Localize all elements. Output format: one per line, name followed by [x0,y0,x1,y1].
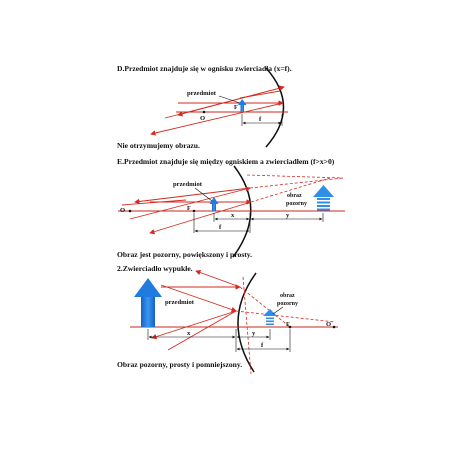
concave-mirror-d [265,67,285,148]
ray-e-2 [129,186,251,220]
ray-convex-2 [160,284,237,313]
ray-e-ext-3 [246,174,344,179]
ray-convex-reflect-1 [195,270,241,288]
label-f-convex: f [261,342,264,349]
point-focus-e [192,209,196,213]
label-center-e: O [120,207,125,214]
section-e: E.Przedmiot znajduje się między ogniskie… [117,157,345,259]
label-center-d: O [200,115,205,122]
leader-object-e [194,187,213,202]
label-f-e: f [219,224,222,231]
ray-convex-ext-2 [235,310,336,323]
ray-d-reflect-2 [177,86,285,117]
label-center-convex: O [326,321,331,328]
label-y-e: y [286,212,290,219]
ray-e-reflect-1 [149,201,252,235]
point-center-convex [332,325,336,329]
ray-d-reflect-1 [150,102,284,136]
label-object-e: przedmiot [173,181,203,188]
leader-image-convex [272,306,284,315]
label-object-convex: przedmiot [165,299,195,306]
ray-convex-reflect-2 [151,310,237,340]
label-image-e-2: pozorny [286,201,307,207]
section-convex: 2.Zwierciadło wypukłe. przedmiot obraz p [117,264,338,375]
image-arrow-convex [263,309,277,326]
section-d: D.Przedmiot znajduje się w ognisku zwier… [117,64,292,150]
object-arrow-d [238,99,247,112]
ray-convex-ext-1 [239,286,291,328]
label-image-convex-1: obraz [280,293,295,299]
label-focus-e: F [187,206,191,212]
heading-convex: 2.Zwierciadło wypukłe. [117,264,193,273]
point-center-d [202,110,206,114]
label-x-e: x [231,212,235,219]
ray-e-reflect-2 [134,187,251,205]
result-case-d: Nie otrzymujemy obrazu. [117,141,200,150]
object-arrow-e [209,197,219,211]
label-image-e-1: obraz [287,193,302,199]
object-arrow-convex [134,278,162,327]
label-x-convex: x [187,330,191,337]
heading-case-e: E.Przedmiot znajduje się między ogniskie… [117,157,335,166]
convex-mirror [237,272,257,373]
label-object-d: przedmiot [187,90,217,97]
label-y-convex: y [252,330,256,337]
result-convex: Obraz pozorny, prosty i pomniejszony. [117,360,242,369]
ray-d-short [239,90,281,99]
label-f-d: f [259,116,262,123]
ray-e-ext-1 [250,177,331,203]
image-arrow-e [313,185,334,211]
point-center-e [128,209,132,213]
ray-e-3 [121,199,187,206]
leader-object-d [218,95,241,104]
label-focus-convex: F [286,322,290,328]
result-case-e: Obraz jest pozorny, powiększony i prosty… [117,250,252,259]
ray-convex-reflect-2b [167,310,237,351]
label-image-convex-2: pozorny [277,301,298,307]
ray-convex-ext-3 [242,276,252,375]
label-focus-d: F [234,105,238,111]
ray-e-ext-2 [249,177,344,189]
heading-case-d: D.Przedmiot znajduje się w ognisku zwier… [117,64,292,73]
point-focus-convex [288,325,292,329]
